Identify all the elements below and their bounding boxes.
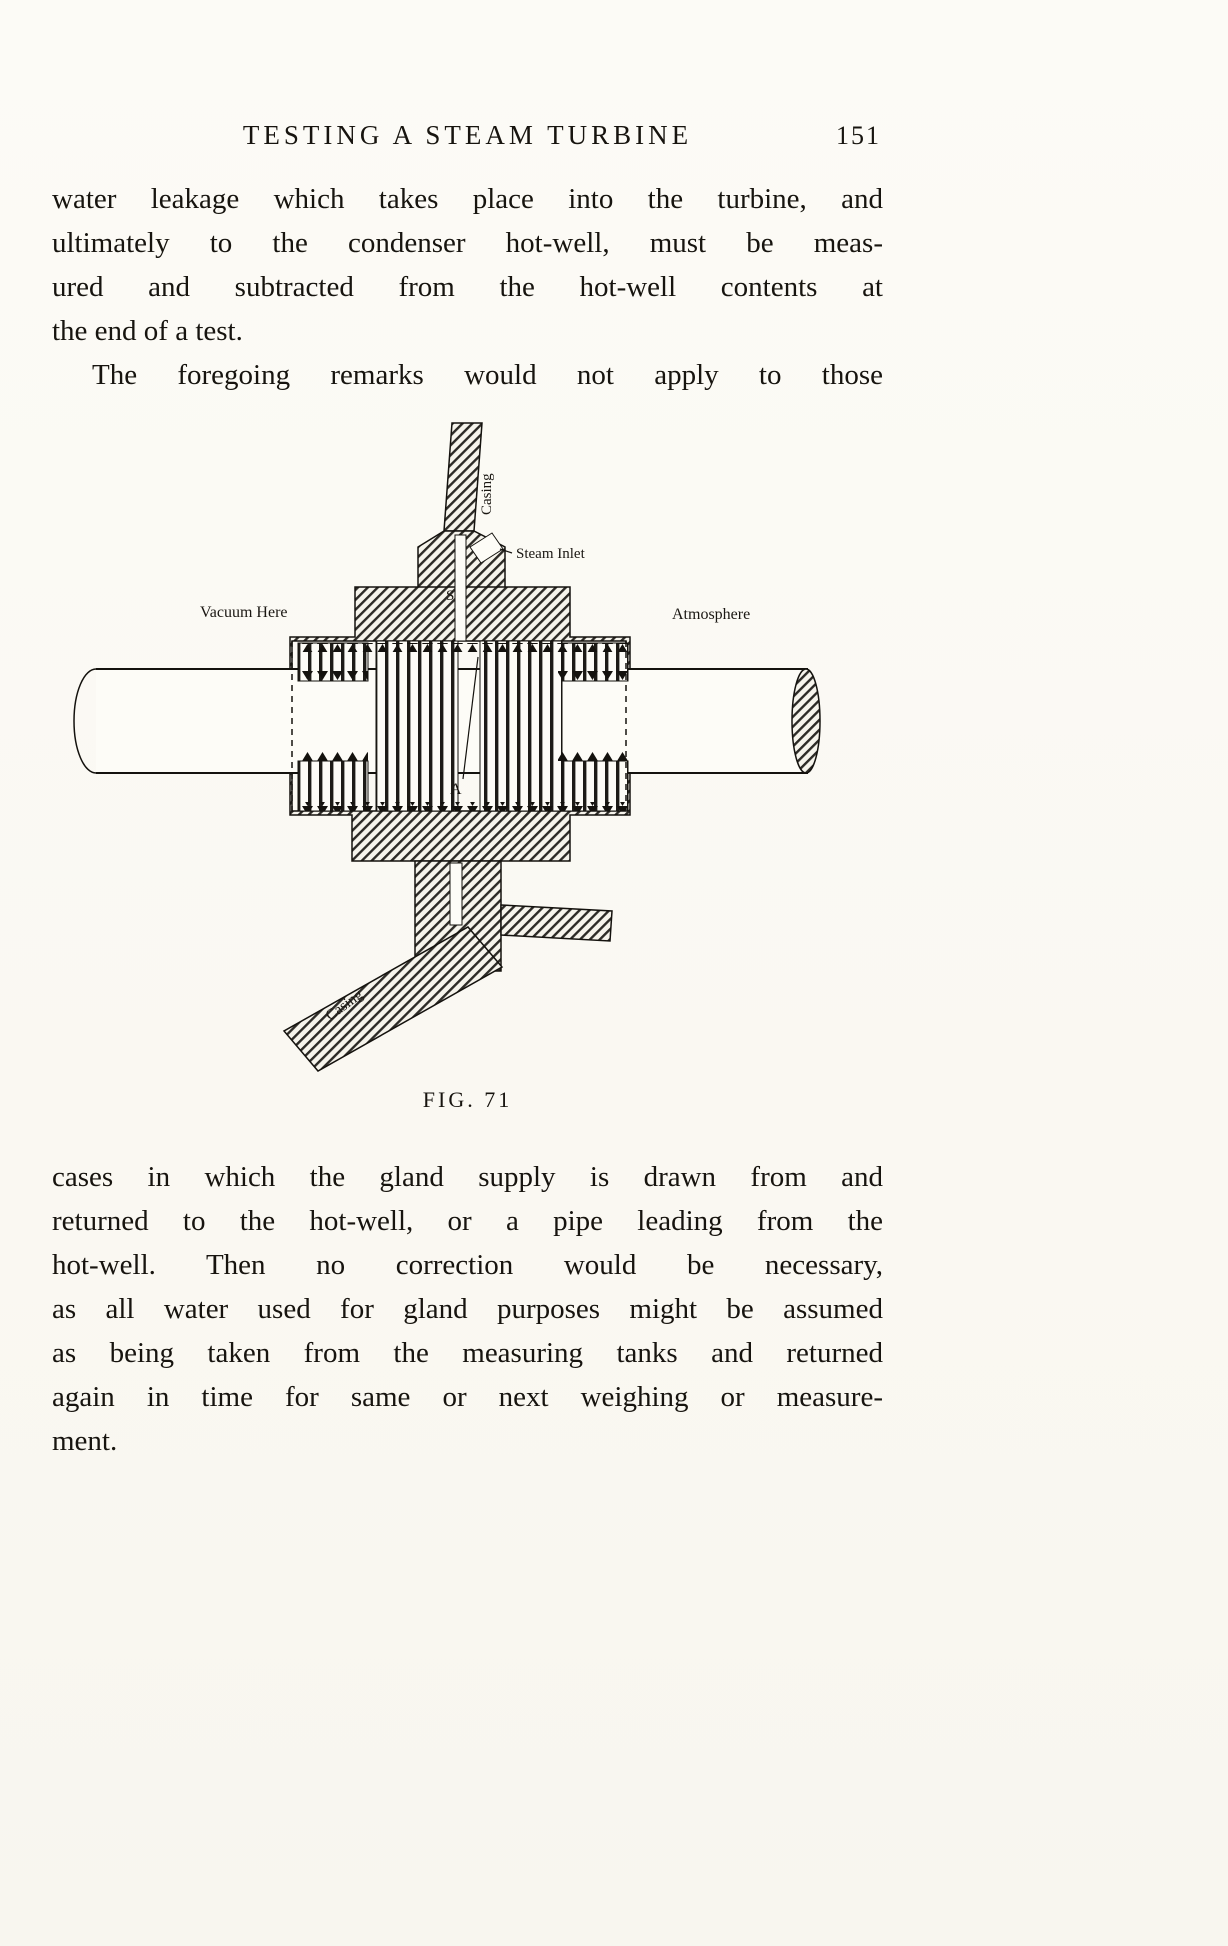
paragraph-1: water leakage which takes place into the… [52, 177, 883, 353]
shaft-right-end [791, 668, 821, 774]
label-point-a: A [450, 781, 462, 798]
label-steam-inlet: Steam Inlet [516, 546, 586, 562]
drain-slot [449, 862, 463, 926]
page-header: TESTING A STEAM TURBINE 151 [52, 120, 883, 151]
diagonal-casing-pipe [282, 926, 504, 1072]
paragraph-line: The foregoing remarks would not apply to… [92, 359, 883, 391]
steam-inlet-opening [469, 532, 504, 564]
paragraph-line: the end of a test. [52, 315, 243, 347]
label-atmosphere: Atmosphere [672, 606, 750, 623]
paragraph-line: as being taken from the measuring tanks … [52, 1337, 883, 1369]
paragraph-line: returned to the hot-well, or a pipe lead… [52, 1205, 883, 1237]
arrows-left-inner-bottom [298, 752, 368, 761]
steam-inlet-leader [499, 548, 513, 554]
figure-71: Casing Steam Inlet Vacuum Here Atmospher… [0, 419, 1228, 1079]
steam-channel [454, 534, 467, 642]
arrows-top-row [298, 643, 628, 652]
paragraph-line: as all water used for gland purposes mig… [52, 1293, 883, 1325]
arrows-left-inner-top [298, 671, 368, 680]
paragraph-3: cases in which the gland supply is drawn… [52, 1155, 883, 1463]
label-vacuum-here: Vacuum Here [200, 604, 288, 621]
page-number: 151 [836, 121, 881, 150]
paragraph-2: The foregoing remarks would not apply to… [52, 353, 883, 397]
paragraph-line: hot-well. Then no correction would be ne… [52, 1249, 883, 1281]
figure-caption: FIG. 71 [422, 1087, 513, 1112]
page-title: TESTING A STEAM TURBINE [242, 120, 693, 150]
arrows-bottom-row [298, 802, 628, 811]
fins-mid-right [479, 640, 563, 812]
fins-mid-left [375, 640, 459, 812]
paragraph-line: ured and subtracted from the hot-well co… [52, 271, 883, 303]
paragraph-line: cases in which the gland supply is drawn… [52, 1161, 883, 1193]
label-casing-top: Casing [479, 473, 495, 515]
paragraph-line: ultimately to the condenser hot-well, mu… [52, 227, 883, 259]
paragraph-line: water leakage which takes place into the… [52, 183, 883, 215]
arrows-right-inner-bottom [558, 752, 628, 761]
top-casing-pipe [443, 422, 483, 532]
label-point-s: S [446, 588, 454, 604]
arrows-right-inner-top [558, 671, 628, 680]
right-stub-pipe [500, 904, 613, 942]
paragraph-line: again in time for same or next weighing … [52, 1381, 883, 1413]
point-a-leader [462, 656, 479, 780]
gland-diagram: Casing Steam Inlet Vacuum Here Atmospher… [73, 422, 821, 1072]
paragraph-line: ment. [52, 1425, 118, 1457]
shaft-left-break [73, 668, 97, 774]
